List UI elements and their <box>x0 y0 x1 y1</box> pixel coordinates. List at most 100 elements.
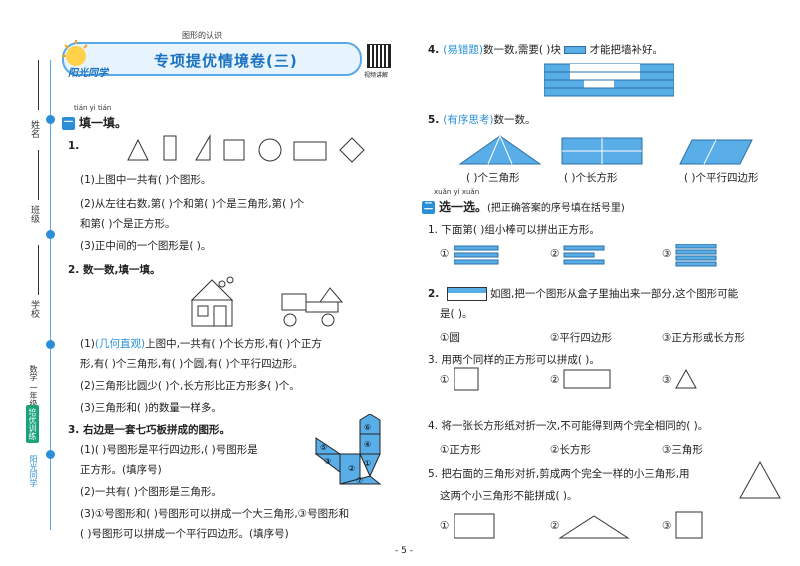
stick-groups <box>454 244 717 267</box>
name-label: 姓名 <box>29 120 39 138</box>
margin-dot <box>46 340 55 349</box>
svg-text:③: ③ <box>324 457 331 466</box>
svg-text:①: ① <box>364 459 371 468</box>
s2-q4-opt1[interactable]: ①正方形 <box>440 444 481 456</box>
q4-wall: 4.(易错题)数一数,需要( )块 才能把墙补好。 <box>428 44 664 56</box>
q1-shapes <box>127 134 365 163</box>
triangle-shape <box>127 138 149 161</box>
margin-dot <box>46 230 55 239</box>
series-badge: 培优训练 <box>26 405 39 443</box>
s2-q1-opt3[interactable]: ③ <box>662 248 672 260</box>
tangram-figure: ② ④ ⑥ ① ⑤ ③ ⑦ <box>314 414 382 485</box>
svg-text:⑥: ⑥ <box>364 423 371 432</box>
section1-heading: 一填一填。 <box>62 114 127 131</box>
section2-subtitle: (把正确答案的序号填在括号里) <box>487 203 625 214</box>
section1-badge: 一 <box>62 117 75 130</box>
section1-pinyin: tián yì tián <box>74 104 112 112</box>
qr-code[interactable] <box>367 44 391 68</box>
s2-q5-opt2[interactable]: ② <box>550 520 560 532</box>
page-title: 专项提优情境卷(三) <box>154 52 298 70</box>
s2-q2-opt1[interactable]: ①圆 <box>440 332 460 344</box>
rectangle-shape <box>293 141 327 161</box>
box-figure <box>446 287 487 301</box>
diamond-shape <box>339 137 365 163</box>
q1-number: 1. <box>68 140 80 152</box>
svg-text:⑦: ⑦ <box>356 476 363 485</box>
brick-icon <box>564 46 587 54</box>
s2-q4: 4. 将一张长方形纸对折一次,不可能得到两个完全相同的( )。 <box>428 420 709 432</box>
s2-q4-opt3[interactable]: ③三角形 <box>662 444 703 456</box>
section1-title: 填一填。 <box>79 116 128 130</box>
s2-q3-shapes <box>454 367 697 391</box>
brick-wall-figure <box>544 63 674 97</box>
section2-heading: 二选一选。(把正确答案的序号填在括号里) <box>422 198 625 215</box>
s2-q2-opt3[interactable]: ③正方形或长方形 <box>662 332 745 344</box>
right-column: 4.(易错题)数一数,需要( )块 才能把墙补好。 5.(有序思考)数一数。 (… <box>422 0 787 566</box>
q3-part1: (1)( )号图形是平行四边形,( )号图形是 <box>80 444 258 456</box>
s2-q5-cont: 这两个小三角形不能拼成( )。 <box>440 490 578 502</box>
q5-answer-parallelograms: ( )个平行四边形 <box>684 172 759 184</box>
q3-part3-cont: ( )号图形可以拼成一个平行四边形。(填序号) <box>80 528 289 540</box>
svg-text:④: ④ <box>364 440 371 449</box>
q2-part1-cont: 形,有( )个三角形,有( )个圆,有( )个平行四边形。 <box>80 358 304 370</box>
s2-q2: 2. 如图,把一个图形从盒子里抽出来一部分,这个图形可能 <box>428 287 739 301</box>
s2-q3-opt1[interactable]: ① <box>440 374 450 386</box>
class-label: 班级 <box>29 205 39 223</box>
s2-q5: 5. 把右面的三角形对折,剪成两个完全一样的小三角形,用 <box>428 468 690 480</box>
s2-q3-opt2[interactable]: ② <box>550 374 560 386</box>
margin-dot <box>46 115 55 124</box>
school-label: 学校 <box>29 300 39 318</box>
margin-dot <box>46 450 55 459</box>
s2-q2-opt2[interactable]: ②平行四边形 <box>550 332 612 344</box>
logo-text: 阳光同学 <box>68 67 110 79</box>
tall-rectangle-shape <box>163 135 177 161</box>
s2-q2-cont: 是( )。 <box>440 308 473 320</box>
q1-part3: (3)正中间的一个图形是( )。 <box>80 240 212 252</box>
section2-pinyin: xuǎn yì xuǎn <box>434 188 480 196</box>
grade-label: 数学 一年级下 <box>29 365 38 416</box>
q1-part2: (2)从左往右数,第( )个和第( )个是三角形,第( )个 <box>80 198 305 210</box>
binding-margin: 姓名 班级 学校 数学 一年级下 培优训练 阳光同学 <box>0 0 60 566</box>
s2-q1-opt2[interactable]: ② <box>550 248 560 260</box>
section2-badge: 二 <box>422 201 435 214</box>
q5-answer-rectangles: ( )个长方形 <box>564 172 618 184</box>
house-truck-picture <box>190 276 344 327</box>
q2-part1: (1)(几何直观)上图中,一共有( )个长方形,有( )个正方 <box>80 338 322 350</box>
left-column: 图形的认识 阳光同学 专项提优情境卷(三) 视频讲解 tián yì tián … <box>62 0 402 566</box>
svg-text:②: ② <box>348 464 355 473</box>
brand-label: 阳光同学 <box>29 455 38 487</box>
s2-q5-shapes <box>454 511 703 539</box>
q2-stem: 2. 数一数,填一填。 <box>68 264 161 276</box>
margin-rule <box>50 60 51 530</box>
header-band <box>62 42 362 76</box>
q3-part2: (2)一共有( )个图形是三角形。 <box>80 486 222 498</box>
q3-part3: (3)①号图形和( )号图形可以拼成一个大三角形,③号图形和 <box>80 508 350 520</box>
sun-logo-icon: 阳光同学 <box>62 40 110 79</box>
circle-shape <box>258 138 282 162</box>
right-triangle-shape <box>195 134 211 161</box>
q3-stem: 3. 右边是一套七巧板拼成的图形。 <box>68 424 230 436</box>
s2-q1: 1. 下面第( )组小棒可以拼出正方形。 <box>428 224 600 236</box>
q5-count: 5.(有序思考)数一数。 <box>428 114 536 126</box>
section2-title: 选一选。 <box>439 200 488 214</box>
class-fill-line <box>38 150 39 200</box>
page-number: - 5 - <box>395 546 413 556</box>
school-fill-line <box>38 245 39 295</box>
svg-text:⑤: ⑤ <box>320 443 327 452</box>
q5-figures <box>458 135 753 165</box>
s2-q5-opt1[interactable]: ① <box>440 520 450 532</box>
s2-q5-opt3[interactable]: ③ <box>662 520 672 532</box>
s2-q3-opt3[interactable]: ③ <box>662 374 672 386</box>
qr-label: 视频讲解 <box>364 72 389 79</box>
q2-part3: (3)三角形和( )的数量一样多。 <box>80 402 222 414</box>
q3-part1-cont: 正方形。(填序号) <box>80 464 162 476</box>
fold-triangle-figure <box>739 460 781 499</box>
s2-q3: 3. 用两个同样的正方形可以拼成( )。 <box>428 354 600 366</box>
q2-part2: (2)三角形比圆少( )个,长方形比正方形多( )个。 <box>80 380 300 392</box>
q5-answer-triangles: ( )个三角形 <box>466 172 520 184</box>
header-tag: 图形的认识 <box>182 31 222 40</box>
name-fill-line <box>38 60 39 110</box>
s2-q4-opt2[interactable]: ②长方形 <box>550 444 591 456</box>
s2-q1-opt1[interactable]: ① <box>440 248 450 260</box>
q1-part1: (1)上图中一共有( )个图形。 <box>80 174 212 186</box>
